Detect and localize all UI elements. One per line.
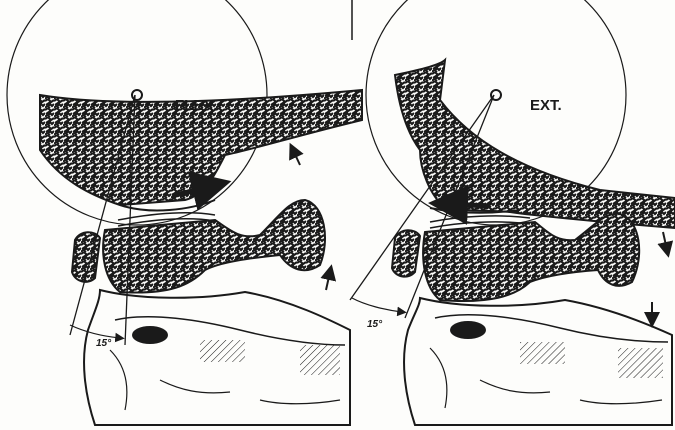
atlas-vertebra [423, 214, 639, 301]
flexion-label: FLEX. [175, 97, 218, 114]
atlas-arrow [326, 272, 330, 290]
extension-angle-label: 15° [367, 319, 383, 330]
extension-panel: EXT. 15° [350, 0, 675, 425]
anterior-arch [392, 230, 420, 276]
extension-label: EXT. [530, 97, 562, 114]
rotation-arrow [448, 204, 490, 206]
flexion-panel: FLEX. 15° [7, 0, 362, 425]
flexion-angle-label: 15° [96, 338, 112, 349]
axis-foramen [132, 326, 168, 344]
occiput-arrow [663, 232, 667, 250]
atlas-vertebra [103, 200, 325, 293]
axis-foramen [450, 321, 486, 339]
occiput-bone [395, 60, 675, 228]
occiput-arrow [293, 150, 300, 165]
